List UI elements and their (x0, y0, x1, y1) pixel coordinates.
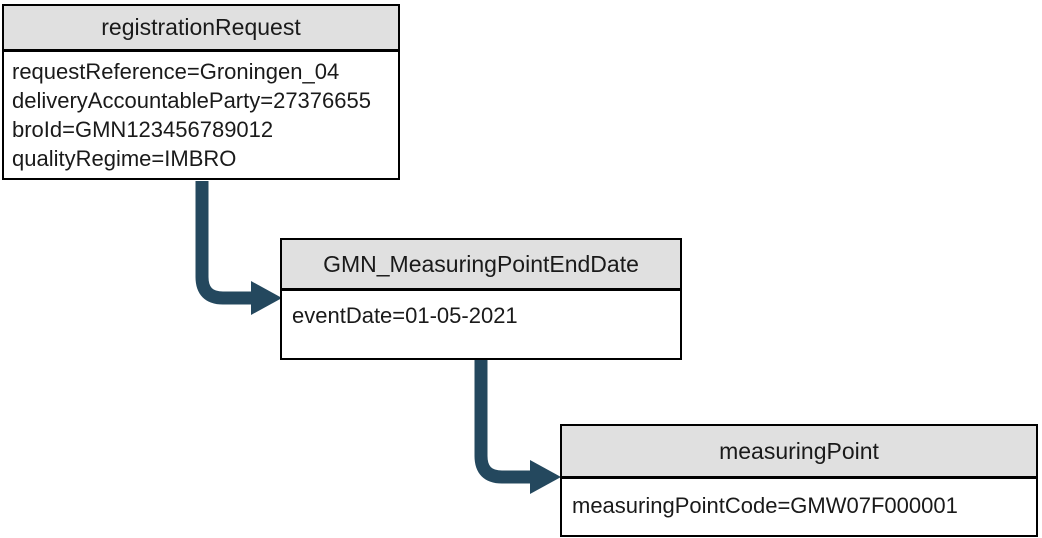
attribute-request-reference: requestReference=Groningen_04 (12, 59, 340, 84)
node-gmn-measuring-point-end-date-title: GMN_MeasuringPointEndDate (282, 240, 680, 291)
node-measuring-point: measuringPoint measuringPointCode=GMW07F… (560, 424, 1038, 537)
attribute-delivery-accountable-party: deliveryAccountableParty=27376655 (12, 88, 371, 113)
node-registration-request-attributes: requestReference=Groningen_04 deliveryAc… (4, 52, 398, 177)
attribute-bro-id: broId=GMN123456789012 (12, 117, 274, 142)
attribute-quality-regime: qualityRegime=IMBRO (12, 146, 237, 171)
attribute-event-date: eventDate=01-05-2021 (292, 303, 518, 328)
connector-enddate-to-measuringpoint-arrow (474, 359, 561, 494)
node-registration-request: registrationRequest requestReference=Gro… (2, 4, 400, 180)
attribute-measuring-point-code: measuringPointCode=GMW07F000001 (572, 493, 958, 518)
node-gmn-measuring-point-end-date: GMN_MeasuringPointEndDate eventDate=01-0… (280, 238, 682, 360)
node-measuring-point-attributes: measuringPointCode=GMW07F000001 (562, 479, 1036, 532)
connector-registration-to-enddate-arrow (195, 181, 282, 315)
node-gmn-measuring-point-end-date-attributes: eventDate=01-05-2021 (282, 291, 680, 355)
node-measuring-point-title: measuringPoint (562, 426, 1036, 479)
node-registration-request-title: registrationRequest (4, 6, 398, 52)
